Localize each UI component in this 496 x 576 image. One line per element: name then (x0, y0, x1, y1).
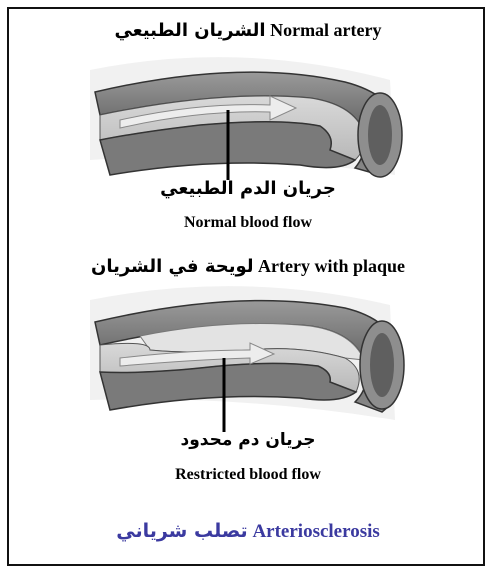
normal-flow-label-en: Normal blood flow (0, 214, 496, 232)
plaque-artery-title: لويحة في الشريان Artery with plaque (0, 256, 496, 277)
normal-artery-diagram (90, 57, 402, 180)
normal-artery-title-en: Normal artery (270, 20, 381, 40)
normal-flow-label-ar: جريان الدم الطبيعي (0, 178, 496, 199)
footer-caption-ar: تصلب شرياني (116, 520, 247, 542)
plaque-artery-opening-inner (370, 333, 394, 397)
restricted-flow-label-ar: جريان دم محدود (0, 430, 496, 450)
plaque-artery-diagram (90, 286, 404, 432)
normal-artery-opening-inner (368, 105, 392, 165)
footer-caption-en: Arteriosclerosis (252, 521, 379, 542)
normal-artery-title: الشريان الطبيعي Normal artery (0, 20, 496, 41)
restricted-flow-label-en: Restricted blood flow (0, 466, 496, 484)
plaque-artery-title-en: Artery with plaque (258, 256, 405, 276)
plaque-artery-title-ar: لويحة في الشريان (91, 256, 254, 277)
normal-artery-title-ar: الشريان الطبيعي (114, 20, 265, 41)
footer-caption: تصلب شرياني Arteriosclerosis (0, 520, 496, 543)
